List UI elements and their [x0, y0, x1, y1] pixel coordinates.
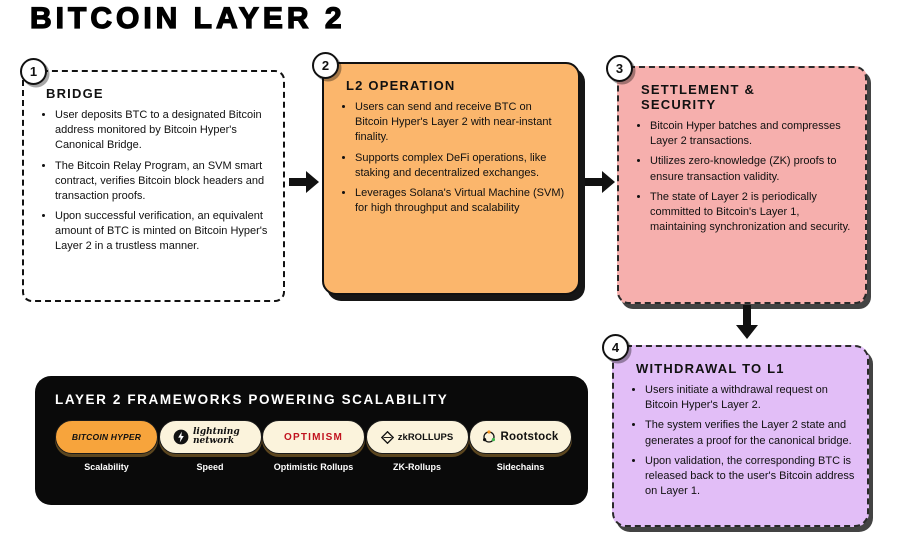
- framework-optimism: OPTIMISM Optimistic Rollups: [262, 420, 365, 472]
- bullet-item: Supports complex DeFi operations, like s…: [355, 151, 566, 181]
- optimism-wordmark: OPTIMISM: [283, 431, 344, 443]
- step-4-number-badge: 4: [602, 334, 629, 361]
- lightning-network-wordmark: lightning network: [193, 426, 240, 446]
- framework-label: Scalability: [84, 462, 129, 472]
- step-3-number-badge: 3: [606, 55, 633, 82]
- framework-bitcoin-hyper: BITCOIN HYPER Scalability: [55, 420, 158, 472]
- bullet-item: Bitcoin Hyper batches and compresses Lay…: [650, 119, 853, 149]
- bullet-item: User deposits BTC to a designated Bitcoi…: [55, 108, 271, 154]
- step-heading-l2-operation: L2 OPERATION: [346, 78, 456, 93]
- page-title: BITCOIN LAYER 2: [29, 1, 346, 35]
- framework-label: ZK-Rollups: [393, 462, 441, 472]
- step-box-l2-operation: L2 OPERATION Users can send and receive …: [322, 62, 580, 295]
- rootstock-orbit-icon: [482, 430, 496, 444]
- step-heading-withdrawal-l1: WITHDRAWAL TO L1: [636, 361, 785, 376]
- step-box-settlement-security: SETTLEMENT & SECURITY Bitcoin Hyper batc…: [617, 66, 867, 304]
- framework-label: Optimistic Rollups: [273, 462, 354, 472]
- framework-label: Sidechains: [496, 462, 545, 472]
- bullet-item: Users initiate a withdrawal request on B…: [645, 383, 855, 413]
- rootstock-wordmark: Rootstock: [500, 431, 559, 443]
- ethereum-diamond-icon: [380, 430, 394, 444]
- bullet-item: Upon validation, the corresponding BTC i…: [645, 454, 855, 500]
- arrow-right-icon: [289, 169, 319, 200]
- bullet-item: Upon successful verification, an equival…: [55, 209, 271, 255]
- zk-rollups-pill: zkROLLUPS: [365, 420, 469, 454]
- bullet-list-bridge: User deposits BTC to a designated Bitcoi…: [40, 108, 271, 255]
- bitcoin-hyper-wordmark: BITCOIN HYPER: [71, 432, 142, 442]
- framework-rootstock: Rootstock Sidechains: [469, 420, 572, 472]
- step-box-bridge: BRIDGE User deposits BTC to a designated…: [22, 70, 285, 302]
- arrow-down-icon: [734, 305, 760, 344]
- arrow-right-icon: [585, 169, 615, 200]
- rootstock-pill: Rootstock: [469, 420, 572, 454]
- step-1-number-badge: 1: [20, 58, 47, 85]
- bullet-item: The Bitcoin Relay Program, an SVM smart …: [55, 159, 271, 205]
- frameworks-panel: LAYER 2 FRAMEWORKS POWERING SCALABILITY …: [35, 376, 588, 505]
- bullet-list-settlement-security: Bitcoin Hyper batches and compresses Lay…: [635, 119, 853, 235]
- frameworks-row: BITCOIN HYPER Scalability lightning netw…: [55, 420, 572, 472]
- bullet-item: Utilizes zero-knowledge (ZK) proofs to e…: [650, 154, 853, 184]
- bullet-item: The system verifies the Layer 2 state an…: [645, 418, 855, 448]
- bullet-list-l2-operation: Users can send and receive BTC on Bitcoi…: [340, 100, 566, 216]
- step-2-number-badge: 2: [312, 52, 339, 79]
- bullet-item: Users can send and receive BTC on Bitcoi…: [355, 100, 566, 146]
- bullet-item: Leverages Solana's Virtual Machine (SVM)…: [355, 186, 566, 216]
- lightning-bolt-icon: [173, 429, 189, 445]
- framework-zk-rollups: zkROLLUPS ZK-Rollups: [365, 420, 469, 472]
- framework-label: Speed: [196, 462, 224, 472]
- step-box-withdrawal-l1: WITHDRAWAL TO L1 Users initiate a withdr…: [612, 345, 869, 527]
- bullet-item: The state of Layer 2 is periodically com…: [650, 190, 853, 236]
- optimism-pill: OPTIMISM: [262, 420, 365, 454]
- bullet-list-withdrawal-l1: Users initiate a withdrawal request on B…: [630, 383, 855, 499]
- step-heading-settlement-security: SETTLEMENT & SECURITY: [641, 82, 756, 112]
- zk-rollups-wordmark: zkROLLUPS: [397, 431, 454, 443]
- frameworks-heading: LAYER 2 FRAMEWORKS POWERING SCALABILITY: [55, 392, 449, 407]
- lightning-network-pill: lightning network: [158, 420, 262, 454]
- bitcoin-hyper-pill: BITCOIN HYPER: [55, 420, 158, 454]
- step-heading-bridge: BRIDGE: [46, 86, 104, 101]
- framework-lightning-network: lightning network Speed: [158, 420, 262, 472]
